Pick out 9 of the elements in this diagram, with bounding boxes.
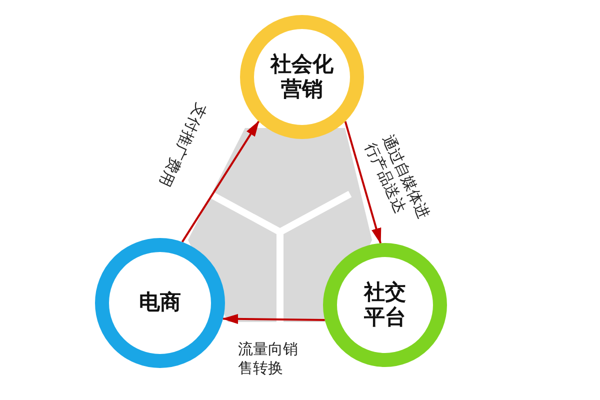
node-label: 社交平台: [362, 280, 407, 330]
node-label: 电商: [138, 290, 182, 316]
arrow: [344, 121, 382, 244]
node-label: 社会化营销: [269, 52, 334, 102]
arrow: [181, 120, 260, 242]
edge-label: 支付推广费用: [154, 100, 210, 192]
edge-label: 流量向销售转换: [238, 340, 299, 378]
edge-label: 通过自媒体进行产品送达: [361, 132, 434, 224]
arrow: [222, 314, 325, 324]
